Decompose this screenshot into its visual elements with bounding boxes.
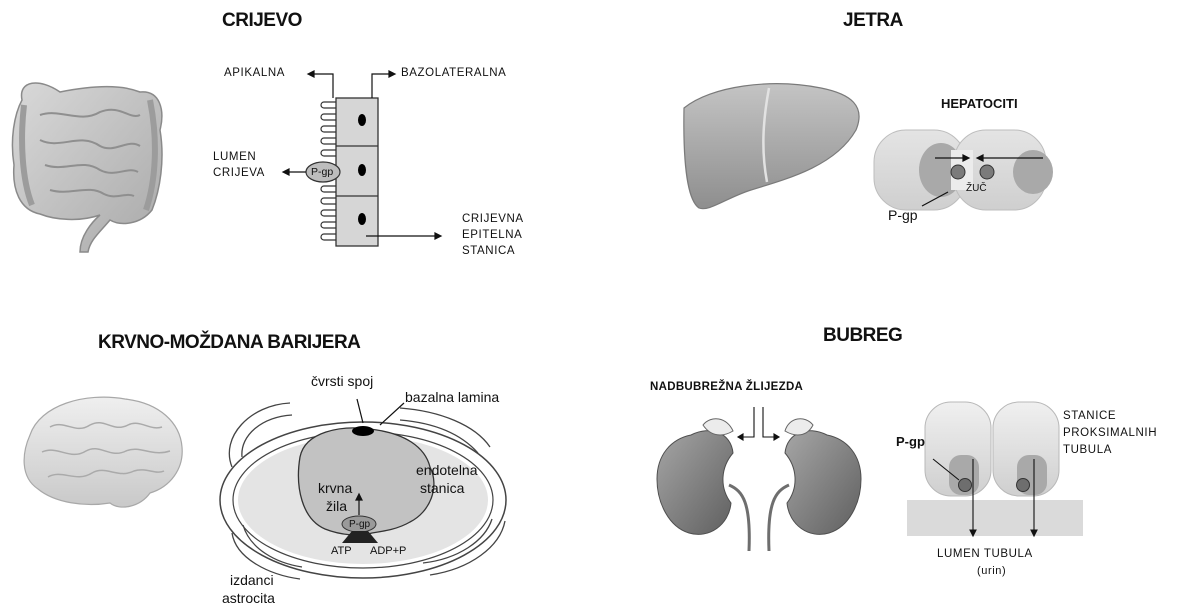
liver-pgp-label: P-gp [888, 207, 918, 223]
pgp-transporter-icon [1017, 479, 1030, 492]
kidney-illustration [591, 307, 1182, 614]
capillary-cross-section [220, 422, 506, 578]
pgp-label: P-gp [311, 165, 333, 180]
brain-organ-image [24, 397, 182, 507]
endothelial-label-line2: stanica [420, 480, 464, 496]
tubule-lumen-label: LUMEN TUBULA [937, 547, 1033, 562]
kidney-pgp-label: P-gp [896, 434, 925, 450]
lumen-label-line1: LUMEN [213, 150, 256, 165]
bbb-panel: KRVNO-MOŽDANA BARIJERA [0, 307, 591, 614]
tubule-cells-label-line1: STANICE [1063, 409, 1116, 424]
urine-label: (urin) [977, 564, 1006, 579]
nucleus-icon [358, 213, 366, 225]
intestine-organ-image [12, 83, 162, 252]
cell-label-line3: STANICA [462, 244, 515, 259]
astrocyte-label-line1: izdanci [230, 572, 274, 588]
intestine-panel: CRIJEVO [0, 0, 591, 307]
kidney-panel: BUBREG [591, 307, 1182, 614]
apical-label: APIKALNA [224, 66, 285, 81]
pgp-transporter-icon [951, 165, 965, 179]
bbb-illustration [0, 307, 591, 614]
lumen-label-line2: CRIJEVA [213, 166, 265, 181]
liver-illustration [591, 0, 1182, 307]
atp-label: ATP [331, 544, 352, 559]
right-kidney-image [769, 419, 861, 551]
vessel-label-line1: krvna [318, 480, 352, 496]
bbb-pgp-label: P-gp [349, 517, 370, 532]
adp-label: ADP+P [370, 544, 406, 559]
basal-lamina-label: bazalna lamina [405, 389, 499, 405]
bile-label: ŽUČ [966, 181, 987, 196]
cell-label-line2: EPITELNA [462, 228, 522, 243]
nucleus-icon [358, 164, 366, 176]
tight-junction-label: čvrsti spoj [311, 373, 373, 389]
pgp-transporter-icon [959, 479, 972, 492]
intestine-illustration [0, 0, 591, 307]
adrenal-arrows [738, 407, 779, 440]
vessel-label-line2: žila [326, 498, 347, 514]
left-kidney-image [657, 419, 749, 551]
hepatocytes-label: HEPATOCITI [941, 96, 1018, 111]
proximal-tubule-cells [907, 402, 1083, 536]
liver-organ-image [684, 84, 859, 209]
hepatocytes [874, 130, 1053, 210]
adrenal-label: NADBUBREŽNA ŽLIJEZDA [650, 380, 803, 395]
endothelial-label-line1: endotelna [416, 462, 478, 478]
basolateral-label: BAZOLATERALNA [401, 66, 506, 81]
cell-label-line1: CRIJEVNA [462, 212, 524, 227]
tubule-cells-label-line2: PROKSIMALNIH [1063, 426, 1157, 441]
pgp-transporter-icon [980, 165, 994, 179]
nucleus-icon [358, 114, 366, 126]
tubule-cells-label-line3: TUBULA [1063, 443, 1112, 458]
liver-panel: JETRA [591, 0, 1182, 307]
tight-junction-icon [352, 426, 374, 436]
astrocyte-label-line2: astrocita [222, 590, 275, 606]
